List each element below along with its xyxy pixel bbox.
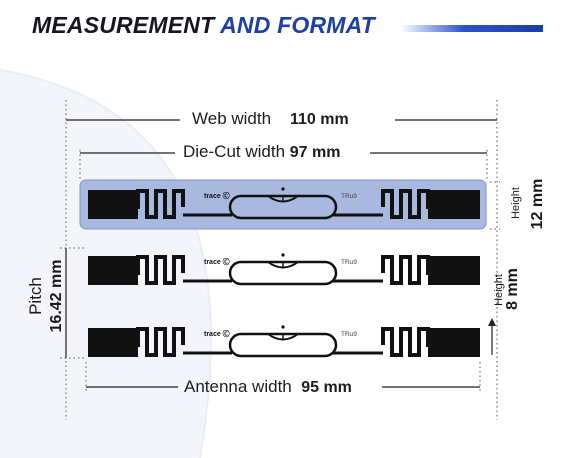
height-arrow [488, 318, 496, 355]
web-width-dimension: Web width 110 mm [192, 109, 349, 129]
model-text: TRu9 [341, 331, 357, 338]
chip-dot [281, 253, 285, 257]
antenna-meander-left [136, 255, 185, 285]
brand-text: trace Ⓒ [204, 257, 230, 266]
page-title: MEASUREMENT AND FORMAT [32, 12, 375, 39]
rfid-antenna-3: trace Ⓒ TRu9 [88, 325, 480, 358]
extension-lines [60, 100, 500, 420]
web-width-label: Web width [192, 109, 272, 128]
rfid-antenna-2: trace Ⓒ TRu9 [88, 253, 480, 286]
chip-dot [281, 187, 285, 191]
antenna-pad-right [428, 328, 480, 357]
pitch-value: 16.42 mm [48, 259, 65, 333]
antenna-meander-right [381, 189, 430, 219]
die-cut-label [79, 179, 487, 230]
model-text: TRu9 [341, 193, 357, 200]
antenna-loop-notch [267, 195, 299, 203]
title-measurement: MEASUREMENT [32, 12, 215, 38]
antenna-height-value: 8 mm [504, 268, 521, 310]
rfid-label-2: trace Ⓒ TRu9 [88, 253, 480, 286]
rfid-antenna-1: trace Ⓒ TRu9 [88, 187, 480, 220]
rfid-label-1: trace Ⓒ TRu9 [79, 179, 487, 230]
die-cut-width-dimension: Die-Cut width 97 mm [183, 142, 340, 162]
label-height-label: Height [510, 187, 522, 219]
antenna-pad-right [428, 190, 480, 219]
antenna-meander-right [381, 327, 430, 357]
antenna-width-value: 95 mm [301, 379, 352, 396]
antenna-width-label: Antenna width [184, 377, 292, 396]
pitch-label: Pitch [26, 277, 45, 315]
antenna-loop-notch [267, 333, 299, 341]
brand-text: trace Ⓒ [204, 191, 230, 200]
chip-dot [281, 325, 285, 329]
dimension-lines [65, 119, 497, 388]
antenna-pad-left [88, 190, 138, 219]
title-accent-bar [400, 25, 543, 32]
antenna-pad-left [88, 256, 138, 285]
antenna-meander-right [381, 255, 430, 285]
model-text: TRu9 [341, 259, 357, 266]
antenna-loop-notch [267, 261, 299, 269]
rfid-label-3: trace Ⓒ TRu9 [88, 325, 480, 358]
antenna-pad-left [88, 328, 138, 357]
antenna-meander-left [136, 327, 185, 357]
antenna-width-dimension: Antenna width 95 mm [184, 377, 352, 397]
title-and-format: AND FORMAT [220, 12, 376, 38]
antenna-pad-right [428, 256, 480, 285]
web-width-value: 110 mm [289, 111, 349, 128]
die-cut-width-label: Die-Cut width [183, 142, 286, 161]
die-cut-width-value: 97 mm [289, 144, 341, 161]
brand-text: trace Ⓒ [204, 329, 230, 338]
label-height-value: 12 mm [529, 178, 546, 230]
antenna-meander-left [136, 189, 185, 219]
